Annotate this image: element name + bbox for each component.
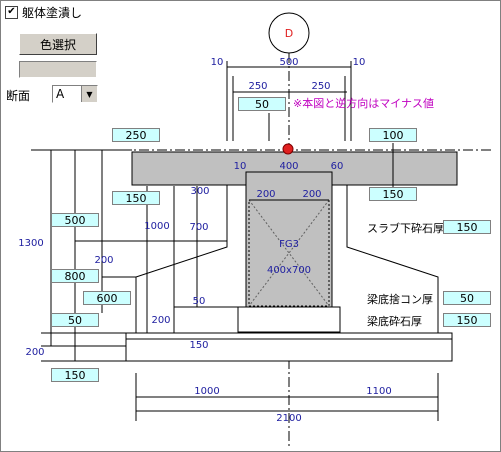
dim-400: 400 (279, 161, 298, 172)
dim-10-right: 10 (353, 57, 366, 68)
beam-size: 400x700 (267, 265, 311, 276)
dim-250-left: 250 (248, 81, 267, 92)
dim-250-right: 250 (311, 81, 330, 92)
base-concrete (237, 306, 341, 333)
input-left-top[interactable]: 250 (112, 128, 160, 142)
beam-name: FG3 (279, 239, 299, 250)
input-beam-concrete[interactable]: 50 (443, 291, 491, 305)
dim-200-b: 200 (302, 189, 321, 200)
note-text: ※本図と逆方向はマイナス値 (293, 96, 434, 110)
level-marker[interactable] (282, 143, 294, 155)
section-select-value: A (56, 87, 65, 101)
dim-2100: 2100 (276, 413, 301, 424)
dim-10-beam: 10 (234, 161, 247, 172)
dim-1300: 1300 (18, 238, 43, 249)
fill-checkbox-row[interactable]: ✔ 躯体塗潰し (5, 4, 82, 20)
input-note-offset[interactable]: 50 (238, 97, 286, 111)
input-right-slab[interactable]: 150 (369, 187, 417, 201)
input-slab-thickness[interactable]: 150 (112, 191, 160, 205)
input-left-500[interactable]: 500 (51, 213, 99, 227)
label-slab-gravel: スラブ下砕石厚 (367, 221, 444, 235)
dim-700: 700 (189, 222, 208, 233)
left-slope (135, 185, 228, 333)
axis-label: D (285, 27, 293, 40)
input-slab-gravel[interactable]: 150 (443, 220, 491, 234)
dim-500: 500 (279, 57, 298, 68)
label-beam-concrete: 梁底捨コン厚 (367, 292, 433, 306)
footing (125, 332, 453, 362)
dim-200-v1: 200 (94, 255, 113, 266)
section-select[interactable]: A ▼ (52, 85, 98, 103)
dim-1000-h: 1000 (194, 386, 219, 397)
fill-checkbox[interactable]: ✔ (5, 5, 18, 19)
dim-200-v2: 200 (151, 315, 170, 326)
dim-200-a: 200 (256, 189, 275, 200)
input-left-50[interactable]: 50 (51, 313, 99, 327)
dim-200-v3: 200 (25, 347, 44, 358)
dim-50: 50 (193, 296, 206, 307)
dim-10-left: 10 (211, 57, 224, 68)
input-right-top[interactable]: 100 (369, 128, 417, 142)
dim-1000-v: 1000 (144, 221, 169, 232)
dim-60: 60 (331, 161, 344, 172)
chevron-down-icon[interactable]: ▼ (81, 86, 97, 102)
section-label: 断面 (6, 89, 31, 103)
dim-1100: 1100 (366, 386, 391, 397)
color-select-button[interactable]: 色選択 (19, 33, 97, 55)
color-swatch (19, 61, 97, 78)
input-beam-gravel[interactable]: 150 (443, 313, 491, 327)
right-slope (346, 185, 439, 333)
dim-300: 300 (190, 186, 209, 197)
fill-checkbox-label: 躯体塗潰し (22, 5, 83, 20)
input-left-800[interactable]: 800 (51, 269, 99, 283)
input-left-150[interactable]: 150 (51, 368, 99, 382)
input-left-600[interactable]: 600 (83, 291, 131, 305)
label-beam-gravel: 梁底砕石厚 (367, 314, 422, 328)
dim-150: 150 (189, 340, 208, 351)
